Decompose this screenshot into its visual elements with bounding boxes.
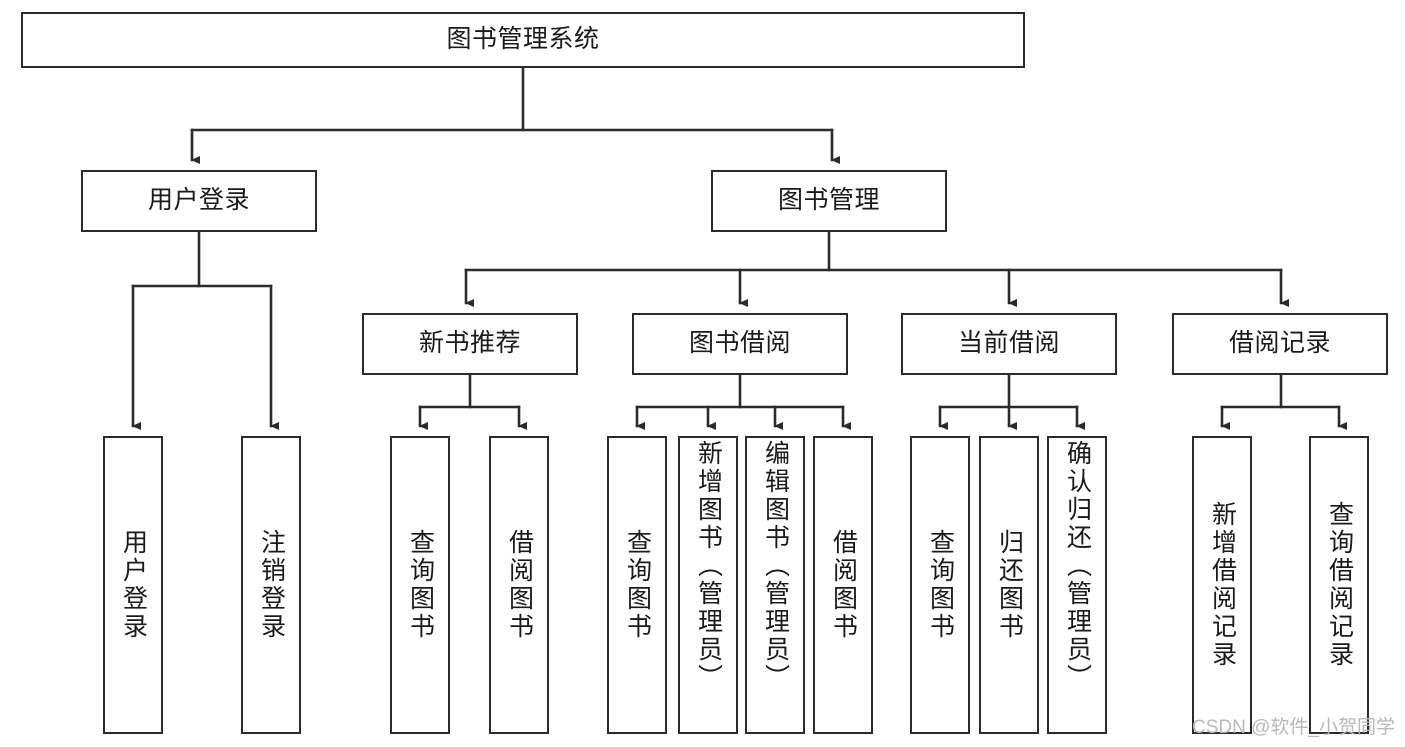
node-label: 图书管理 (777, 186, 880, 215)
leaf-user-logout[interactable]: 注销登录 (241, 436, 301, 734)
node-label: 当前借阅 (957, 329, 1060, 358)
leaf-query-book-recommend[interactable]: 查询图书 (390, 436, 450, 734)
leaf-query-book-borrow[interactable]: 查询图书 (607, 436, 667, 734)
node-user-login[interactable]: 用户登录 (81, 170, 317, 232)
leaf-edit-book-admin[interactable]: 编辑图书（管理员） (745, 436, 805, 734)
node-label: 新增图书（管理员） (694, 440, 723, 692)
leaf-query-book-current[interactable]: 查询图书 (910, 436, 970, 734)
leaf-borrow-book-recommend[interactable]: 借阅图书 (489, 436, 549, 734)
node-borrow-record[interactable]: 借阅记录 (1172, 313, 1388, 375)
leaf-borrow-book[interactable]: 借阅图书 (813, 436, 873, 734)
node-label: 确认归还（管理员） (1063, 440, 1092, 692)
leaf-return-book[interactable]: 归还图书 (979, 436, 1039, 734)
node-label: 查询借阅记录 (1325, 501, 1354, 669)
node-label: 注销登录 (257, 529, 286, 641)
node-label: 图书借阅 (688, 329, 791, 358)
leaf-add-borrow-record[interactable]: 新增借阅记录 (1192, 436, 1252, 734)
node-label: 用户登录 (119, 529, 148, 641)
node-label: 借阅图书 (829, 529, 858, 641)
node-label: 借阅图书 (505, 529, 534, 641)
node-label: 新书推荐 (418, 329, 521, 358)
node-label: 查询图书 (406, 529, 435, 641)
node-new-book-recommend[interactable]: 新书推荐 (362, 313, 578, 375)
node-current-borrow[interactable]: 当前借阅 (901, 313, 1117, 375)
leaf-query-borrow-record[interactable]: 查询借阅记录 (1309, 436, 1369, 734)
node-label: 图书管理系统 (446, 25, 600, 54)
node-book-borrow[interactable]: 图书借阅 (632, 313, 848, 375)
node-label: 用户登录 (147, 186, 250, 215)
node-label: 新增借阅记录 (1208, 501, 1237, 669)
leaf-add-book-admin[interactable]: 新增图书（管理员） (678, 436, 738, 734)
node-label: 查询图书 (623, 529, 652, 641)
csdn-watermark: CSDN @软件_小贺同学 (1192, 717, 1395, 738)
node-root-book-management-system[interactable]: 图书管理系统 (21, 12, 1025, 68)
node-label: 查询图书 (926, 529, 955, 641)
leaf-user-login[interactable]: 用户登录 (103, 436, 163, 734)
leaf-confirm-return-admin[interactable]: 确认归还（管理员） (1047, 436, 1107, 734)
node-book-management[interactable]: 图书管理 (711, 170, 947, 232)
node-label: 归还图书 (995, 529, 1024, 641)
node-label: 编辑图书（管理员） (761, 440, 790, 692)
node-label: 借阅记录 (1228, 329, 1331, 358)
